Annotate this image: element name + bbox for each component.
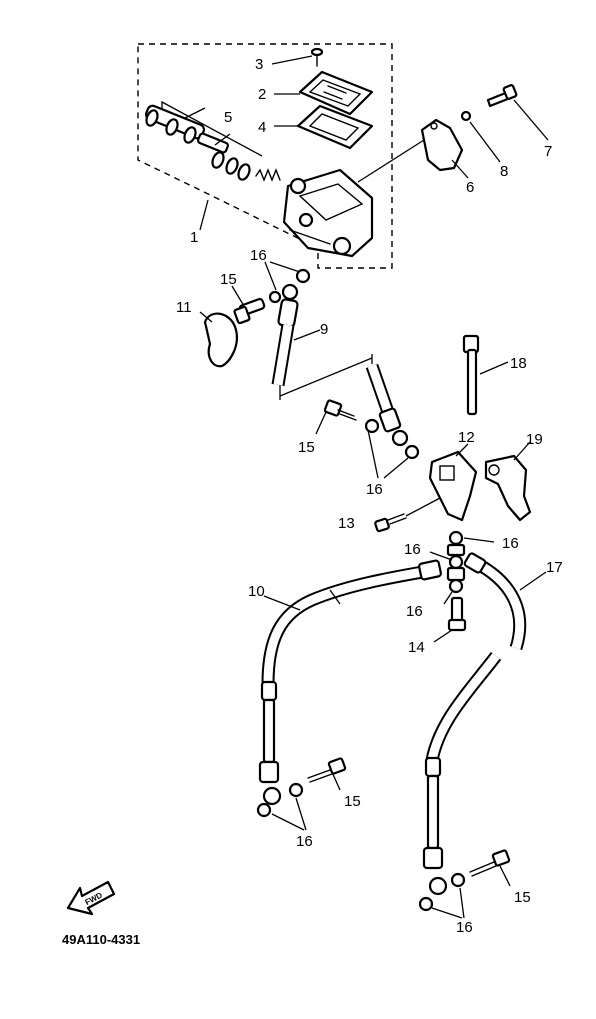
callout-6: 6 xyxy=(466,179,474,196)
callout-2: 2 xyxy=(258,86,266,103)
callout-11: 11 xyxy=(176,299,192,316)
callout-13: 13 xyxy=(338,515,355,532)
callout-15-upper: 15 xyxy=(220,271,237,288)
part-18-cable-tie xyxy=(462,334,480,416)
part-8-washer xyxy=(460,110,472,122)
callout-16-center-right: 16 xyxy=(502,535,519,552)
part-9-hose-continuation xyxy=(365,363,409,447)
callout-19: 19 xyxy=(526,431,543,448)
part-16-washer xyxy=(256,802,272,818)
callout-12: 12 xyxy=(458,429,475,446)
callout-16-lower-right: 16 xyxy=(456,919,473,936)
part-16-washer xyxy=(288,782,304,798)
callout-17: 17 xyxy=(546,559,563,576)
part-5-piston-kit xyxy=(144,100,281,182)
part-4-diaphragm xyxy=(296,104,374,150)
part-16-washer xyxy=(364,418,380,434)
callout-15-lower-right: 15 xyxy=(514,889,531,906)
callout-15-lower-left: 15 xyxy=(344,793,361,810)
callout-8: 8 xyxy=(500,163,508,180)
callout-16-center-lower: 16 xyxy=(406,603,423,620)
callout-16-lower-left: 16 xyxy=(296,833,313,850)
part-16-washer xyxy=(268,290,282,304)
callout-18: 18 xyxy=(510,355,527,372)
part-19-bracket xyxy=(484,454,532,522)
part-17-brake-hose xyxy=(422,552,527,896)
master-cylinder-kit-outline xyxy=(137,43,393,269)
forward-arrow-icon: FWD xyxy=(66,880,116,916)
part-7-bolt xyxy=(486,84,518,108)
part-2-reservoir-cap xyxy=(298,70,374,116)
callout-14: 14 xyxy=(408,639,425,656)
part-11-cover xyxy=(203,312,238,368)
part-code: 49A110-4331 xyxy=(62,932,140,947)
part-16-washer xyxy=(450,872,466,888)
part-10-brake-hose xyxy=(258,559,442,806)
part-3-screw xyxy=(310,47,324,67)
part-16-washer xyxy=(418,896,434,912)
callout-4: 4 xyxy=(258,119,266,136)
part-16-washer xyxy=(295,268,311,284)
callout-10: 10 xyxy=(248,583,265,600)
part-15-bolt xyxy=(307,757,347,783)
callout-16-upper: 16 xyxy=(250,247,267,264)
callout-1: 1 xyxy=(190,229,198,246)
part-15-bolt xyxy=(469,849,511,877)
callout-5: 5 xyxy=(224,109,232,126)
callout-7: 7 xyxy=(544,143,552,160)
callout-16-middle: 16 xyxy=(366,481,383,498)
callout-9: 9 xyxy=(320,321,328,338)
part-12-joint xyxy=(428,450,478,522)
master-cylinder-body xyxy=(282,168,374,258)
part-6-bracket xyxy=(420,118,464,172)
callout-3: 3 xyxy=(255,56,263,73)
callout-16-center-left: 16 xyxy=(404,541,421,558)
part-15-bolt xyxy=(323,399,357,421)
part-14-bolt-and-washers xyxy=(446,530,467,632)
callout-15-middle: 15 xyxy=(298,439,315,456)
part-16-washer xyxy=(404,444,420,460)
part-13-bolt xyxy=(374,513,407,533)
part-9-hose xyxy=(271,283,299,387)
part-15-bolt xyxy=(233,297,266,325)
